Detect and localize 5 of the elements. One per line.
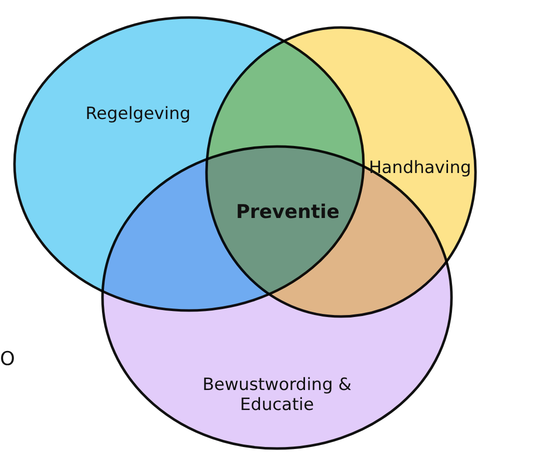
- set-label: Regelgeving: [84, 104, 192, 124]
- cut-off-text: O: [0, 348, 15, 370]
- intersection-label: Preventie: [236, 201, 340, 223]
- set-label: Bewustwording & Educatie: [201, 375, 353, 415]
- set-label: Handhaving: [368, 158, 472, 178]
